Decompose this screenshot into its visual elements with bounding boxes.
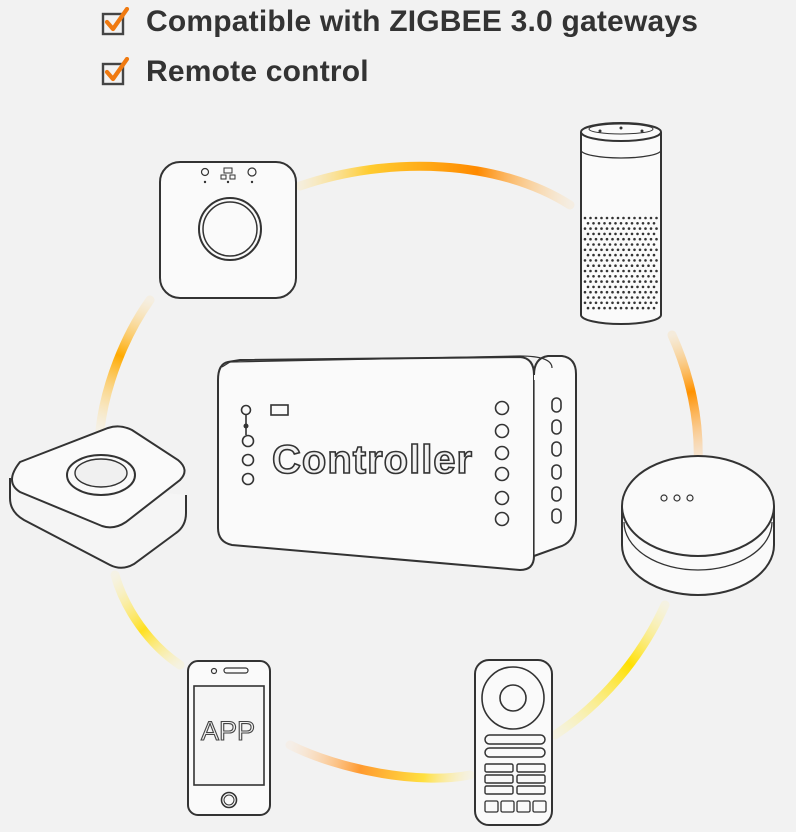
speaker-grille xyxy=(583,216,658,310)
flat-hub-icon xyxy=(9,425,187,569)
ring-segment xyxy=(285,740,475,783)
feature-label: Compatible with ZIGBEE 3.0 gateways xyxy=(146,5,699,38)
feature-item: Compatible with ZIGBEE 3.0 gateways xyxy=(100,2,698,42)
app-label: APP xyxy=(201,716,255,746)
ring-segment xyxy=(95,295,155,435)
ring-segment xyxy=(550,600,670,740)
ring-segment xyxy=(667,330,703,470)
remote-control-icon xyxy=(474,659,553,826)
puck-gateway-icon xyxy=(621,455,775,596)
gateway-hub-icon xyxy=(159,161,297,299)
feature-item: Remote control xyxy=(100,52,369,92)
checkbox-checked-icon xyxy=(101,7,130,36)
ring-segment xyxy=(295,161,575,210)
checkbox-checked-icon xyxy=(101,57,130,86)
connection-ring xyxy=(95,161,703,783)
controller-device-icon xyxy=(217,355,577,572)
ring-segment xyxy=(110,570,185,670)
feature-label: Remote control xyxy=(146,55,369,88)
smart-speaker-icon xyxy=(580,122,662,325)
controller-label: Controller xyxy=(272,438,473,482)
smartphone-icon xyxy=(187,660,271,816)
